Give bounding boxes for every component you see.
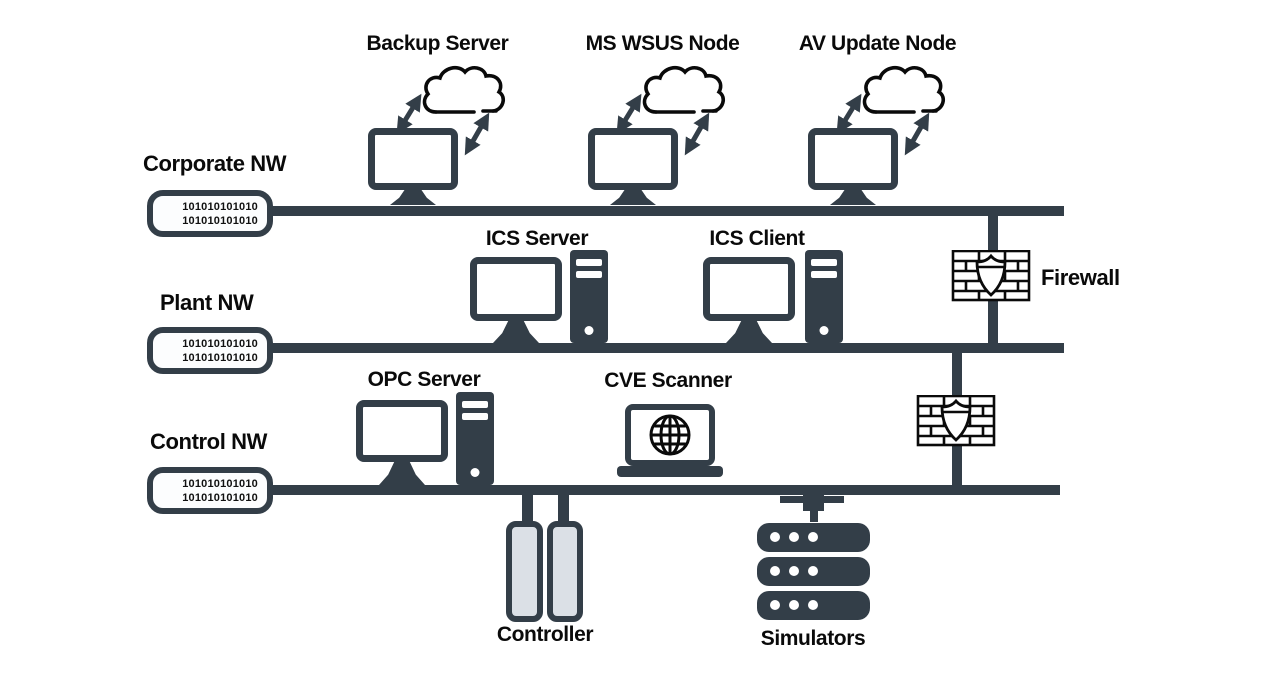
simulators-link-plug [803, 489, 824, 511]
simulator-rack-icon [757, 557, 870, 586]
power-light [584, 326, 594, 335]
monitor-stand-icon [830, 189, 876, 205]
firewall-icon [951, 250, 1031, 302]
sync-arrow-icon [396, 93, 422, 135]
plant-network-badge: 101010101010 101010101010 [147, 327, 273, 374]
av-update-monitor-icon [808, 128, 898, 190]
rack-led [770, 566, 780, 576]
rack-led [770, 532, 780, 542]
firewall-icon [916, 395, 996, 447]
corporate-network-bus [268, 206, 1064, 216]
drive-slot [576, 259, 602, 266]
drive-slot [576, 271, 602, 278]
control-network-badge: 101010101010 101010101010 [147, 467, 273, 514]
simulators-link-stem [810, 511, 818, 522]
rack-led [789, 566, 799, 576]
sync-arrow-icon [684, 112, 710, 156]
cloud-icon [422, 65, 506, 114]
rack-led [808, 600, 818, 610]
rack-led [808, 532, 818, 542]
controller-link-line [522, 494, 533, 522]
monitor-stand-icon [493, 321, 539, 343]
binary-code-line: 101010101010 [182, 215, 258, 227]
simulator-rack-icon [757, 591, 870, 620]
binary-code-line: 101010101010 [182, 338, 258, 350]
opc-server-label: OPC Server [367, 368, 481, 391]
ics-client-tower-icon [805, 250, 843, 343]
firewall-label: Firewall [1041, 265, 1120, 290]
corporate-network-label: Corporate NW [143, 151, 287, 176]
rack-led [808, 566, 818, 576]
cloud-icon [862, 65, 946, 114]
opc-server-tower-icon [456, 392, 494, 485]
power-light [819, 326, 829, 335]
ms-wsus-node-label: MS WSUS Node [585, 32, 740, 55]
drive-slot [811, 271, 837, 278]
ics-client-monitor-icon [703, 257, 795, 321]
controller-label: Controller [496, 623, 594, 646]
monitor-stand-icon [610, 189, 656, 205]
simulators-label: Simulators [760, 627, 866, 650]
monitor-stand-icon [726, 321, 772, 343]
ics-server-monitor-icon [470, 257, 562, 321]
plant-network-bus [268, 343, 1064, 353]
backup-server-label: Backup Server [366, 32, 509, 55]
ics-server-label: ICS Server [485, 227, 589, 250]
ics-server-tower-icon [570, 250, 608, 343]
power-light [470, 468, 480, 477]
plant-network-label: Plant NW [160, 290, 254, 315]
ics-client-label: ICS Client [709, 227, 805, 250]
binary-code-line: 101010101010 [182, 352, 258, 364]
drive-slot [462, 401, 488, 408]
binary-code-line: 101010101010 [182, 478, 258, 490]
cve-scanner-label: CVE Scanner [604, 369, 732, 392]
rack-led [789, 600, 799, 610]
firewall-downlink-line [988, 300, 998, 345]
firewall-uplink-line [952, 351, 962, 397]
rack-led [770, 600, 780, 610]
av-update-node-label: AV Update Node [798, 32, 957, 55]
globe-icon [649, 414, 691, 456]
binary-code-line: 101010101010 [182, 492, 258, 504]
sync-arrow-icon [836, 93, 862, 135]
laptop-base [617, 466, 723, 477]
sync-arrow-icon [464, 112, 490, 156]
sync-arrow-icon [616, 93, 642, 135]
backup-server-monitor-icon [368, 128, 458, 190]
control-network-label: Control NW [150, 429, 267, 454]
firewall-uplink-line [988, 214, 998, 252]
simulator-rack-icon [757, 523, 870, 552]
drive-slot [462, 413, 488, 420]
cloud-icon [642, 65, 726, 114]
ms-wsus-monitor-icon [588, 128, 678, 190]
controller-link-line [558, 494, 569, 522]
controller-module-icon [547, 521, 583, 622]
rack-led [789, 532, 799, 542]
control-network-bus [268, 485, 1060, 495]
sync-arrow-icon [904, 112, 930, 156]
monitor-stand-icon [390, 189, 436, 205]
controller-module-icon [506, 521, 543, 622]
monitor-stand-icon [379, 462, 425, 485]
firewall-downlink-line [952, 445, 962, 487]
opc-server-monitor-icon [356, 400, 448, 462]
binary-code-line: 101010101010 [182, 201, 258, 213]
corporate-network-badge: 101010101010 101010101010 [147, 190, 273, 237]
drive-slot [811, 259, 837, 266]
